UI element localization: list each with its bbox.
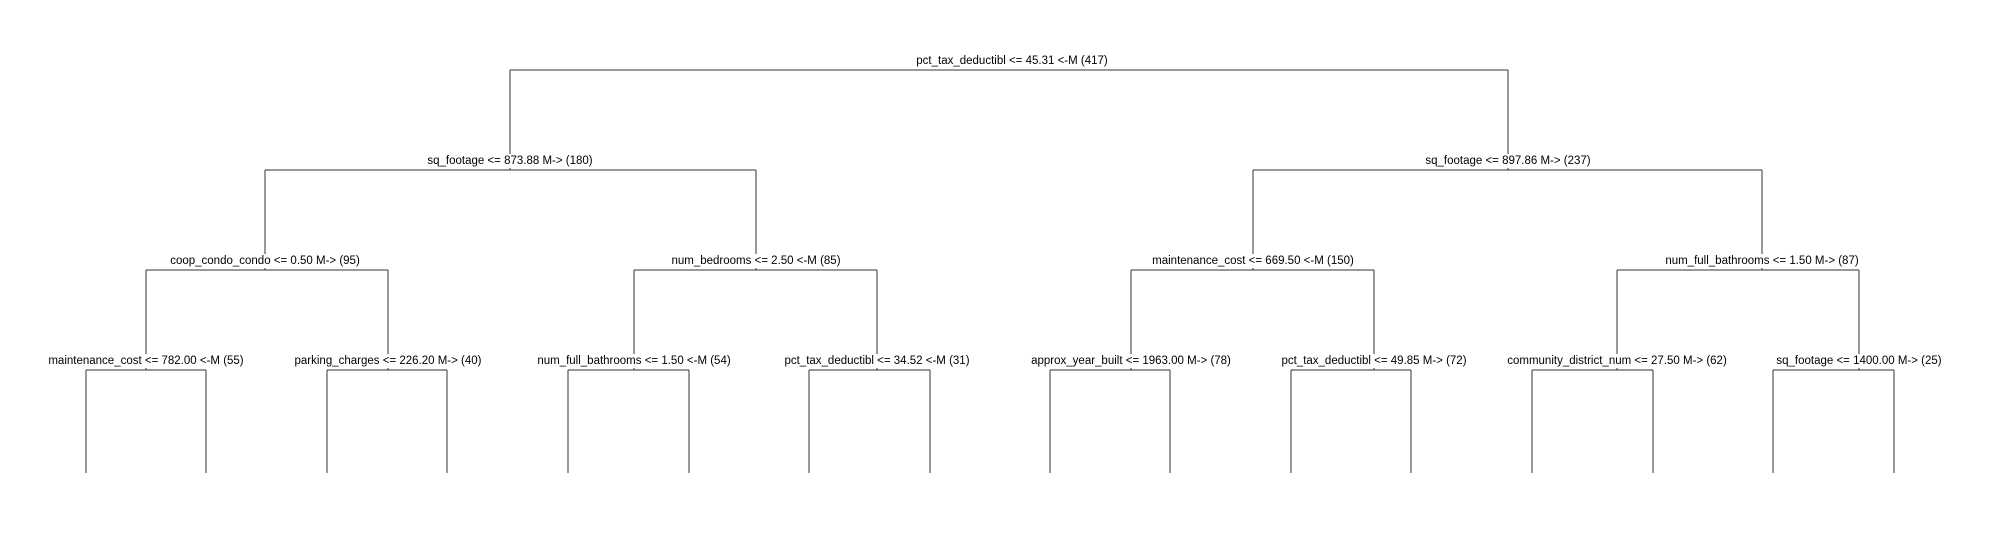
node-label-bg-lrl	[535, 354, 733, 368]
node-label-r: sq_footage <= 897.86 M-> (237)	[1425, 155, 1590, 167]
node-label-l: sq_footage <= 873.88 M-> (180)	[427, 155, 592, 167]
node-label-bg-lll	[46, 354, 246, 368]
node-label-bg-lrr	[782, 354, 972, 368]
node-label-rl: maintenance_cost <= 669.50 <-M (150)	[1152, 255, 1354, 267]
node-label-bg-root	[914, 54, 1110, 68]
node-label-lrl: num_full_bathrooms <= 1.50 <-M (54)	[537, 355, 731, 367]
node-label-lrr: pct_tax_deductibl <= 34.52 <-M (31)	[784, 355, 969, 367]
node-label-bg-rrl	[1505, 354, 1729, 368]
node-label-bg-ll	[168, 254, 362, 268]
node-label-bg-rll	[1029, 354, 1234, 368]
node-label-bg-rl	[1150, 254, 1357, 268]
node-label-lr: num_bedrooms <= 2.50 <-M (85)	[671, 255, 840, 267]
node-label-rrr: sq_footage <= 1400.00 M-> (25)	[1776, 355, 1941, 367]
node-label-ll: coop_condo_condo <= 0.50 M-> (95)	[170, 255, 360, 267]
node-label-rll: approx_year_built <= 1963.00 M-> (78)	[1031, 355, 1231, 367]
tree-edges	[85, 69, 1895, 473]
node-label-rr: num_full_bathrooms <= 1.50 M-> (87)	[1665, 255, 1859, 267]
node-label-lll: maintenance_cost <= 782.00 <-M (55)	[48, 355, 243, 367]
node-label-llr: parking_charges <= 226.20 M-> (40)	[295, 355, 482, 367]
node-label-rrl: community_district_num <= 27.50 M-> (62)	[1507, 355, 1727, 367]
node-label-bg-r	[1423, 154, 1593, 168]
node-label-bg-llr	[292, 354, 484, 368]
node-label-bg-rrr	[1774, 354, 1944, 368]
node-label-rlr: pct_tax_deductibl <= 49.85 M-> (72)	[1281, 355, 1466, 367]
tree-node-labels: pct_tax_deductibl <= 45.31 <-M (417) sq_…	[46, 54, 1944, 368]
node-label-bg-l	[425, 154, 595, 168]
node-label-bg-rlr	[1279, 354, 1469, 368]
node-label-bg-lr	[669, 254, 843, 268]
node-label-root: pct_tax_deductibl <= 45.31 <-M (417)	[916, 55, 1108, 67]
node-label-bg-rr	[1663, 254, 1861, 268]
